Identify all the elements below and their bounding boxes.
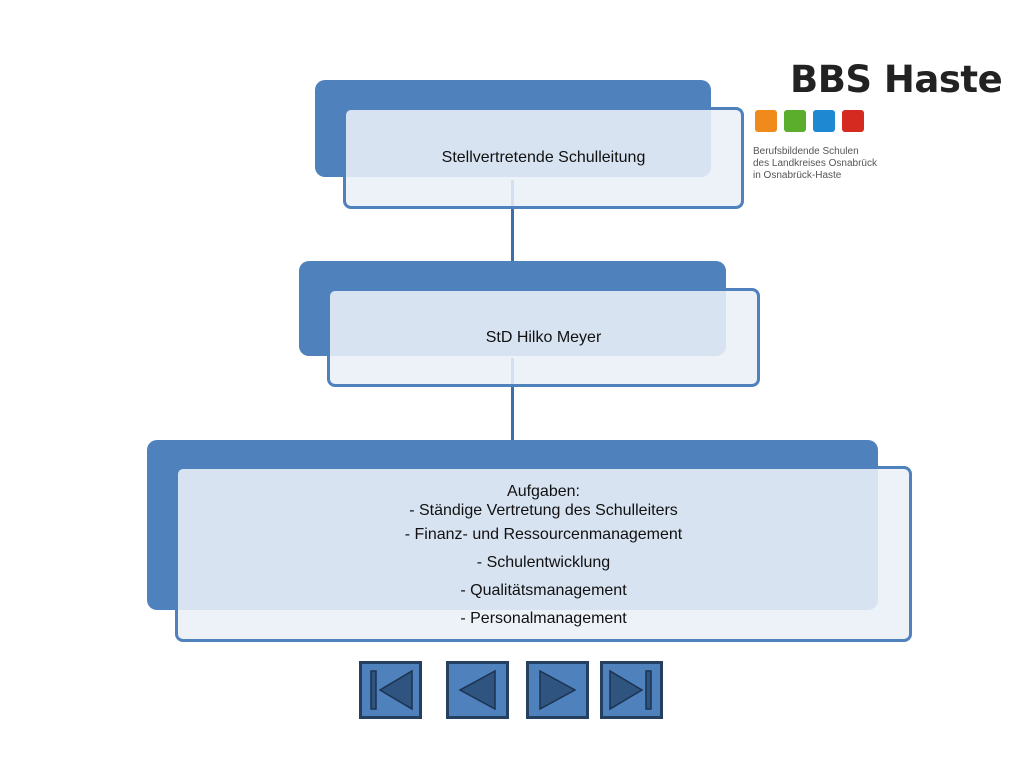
logo-square-red bbox=[842, 110, 864, 132]
logo-subtitle: Berufsbildende Schulen des Landkreises O… bbox=[753, 146, 903, 182]
connector-bottom bbox=[511, 358, 514, 440]
skip-to-start-icon bbox=[370, 669, 413, 711]
tasks-heading: Aufgaben: bbox=[507, 483, 580, 500]
logo-subtitle-line: des Landkreises Osnabrück bbox=[753, 158, 877, 169]
arrow-right-icon bbox=[539, 669, 577, 711]
name-box-text: StD Hilko Meyer bbox=[485, 328, 602, 346]
logo-subtitle-line: in Osnabrück-Haste bbox=[753, 170, 842, 181]
previous-slide-button[interactable] bbox=[446, 661, 509, 719]
logo-subtitle-line: Berufsbildende Schulen bbox=[753, 146, 859, 157]
arrow-left-icon bbox=[458, 669, 496, 711]
title-box: Stellvertretende Schulleitung bbox=[343, 107, 744, 209]
connector-top bbox=[511, 180, 514, 262]
task-item: - Finanz- und Ressourcenmanagement bbox=[404, 526, 683, 543]
logo-square-orange bbox=[755, 110, 777, 132]
task-item: - Personalmanagement bbox=[460, 610, 627, 627]
tasks-box: Aufgaben: - Ständige Vertretung des Schu… bbox=[175, 466, 912, 642]
task-item: - Qualitätsmanagement bbox=[460, 582, 627, 599]
last-slide-button[interactable] bbox=[600, 661, 663, 719]
logo-title: BBS Haste bbox=[790, 58, 1003, 101]
name-box: StD Hilko Meyer bbox=[327, 288, 760, 387]
tasks-content: Aufgaben: - Ständige Vertretung des Schu… bbox=[178, 483, 909, 633]
next-slide-button[interactable] bbox=[526, 661, 589, 719]
task-item: - Schulentwicklung bbox=[476, 554, 611, 571]
task-item: - Ständige Vertretung des Schulleiters bbox=[409, 502, 678, 519]
first-slide-button[interactable] bbox=[359, 661, 422, 719]
logo-square-blue bbox=[813, 110, 835, 132]
logo-square-green bbox=[784, 110, 806, 132]
skip-to-end-icon bbox=[609, 669, 652, 711]
title-box-text: Stellvertretende Schulleitung bbox=[441, 149, 646, 166]
